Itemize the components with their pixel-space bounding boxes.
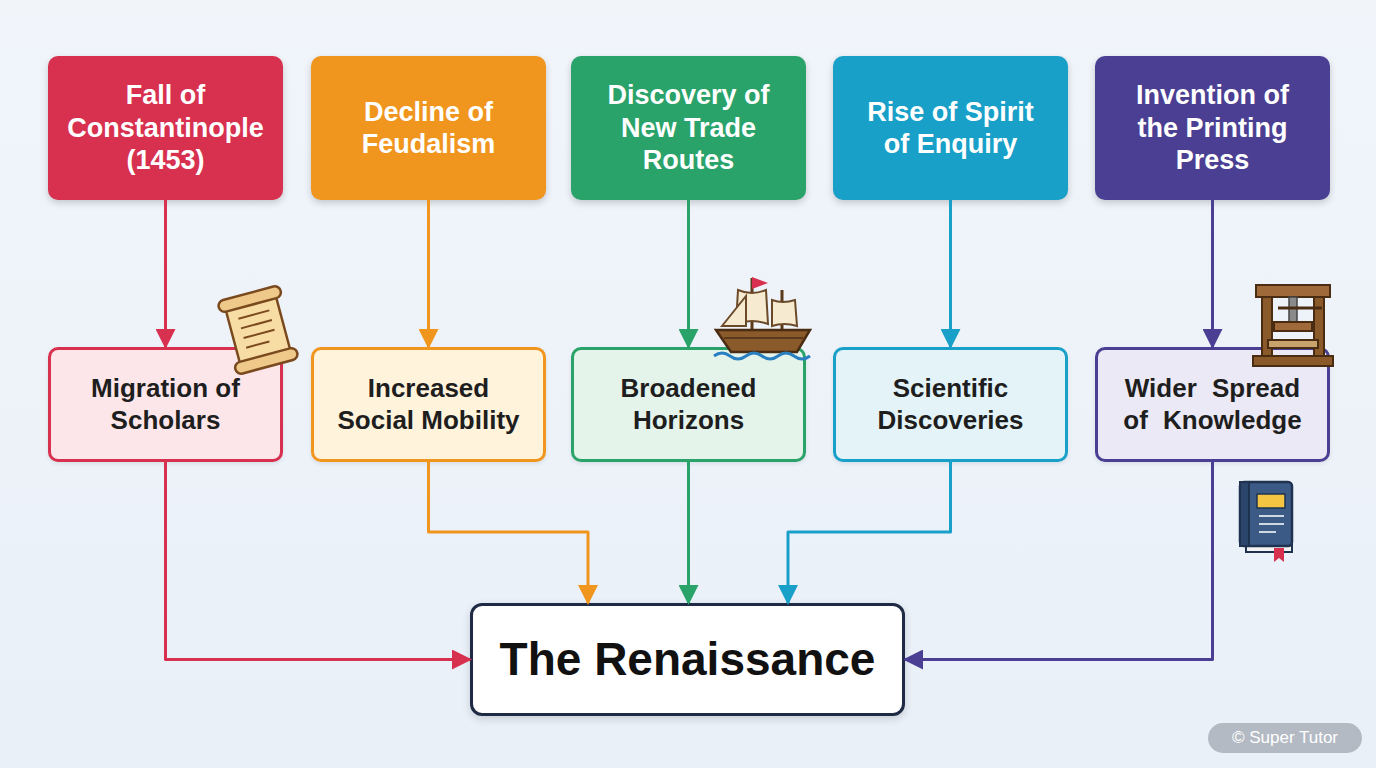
node-text: Migration of Scholars <box>66 373 266 435</box>
effect-box: Wider Spread of Knowledge <box>1095 347 1330 462</box>
effect-box: Scientific Discoveries <box>833 347 1068 462</box>
node-text: Rise of Spirit of Enquiry <box>861 96 1041 161</box>
node-text: Fall of Constantinople (1453) <box>53 79 278 176</box>
flow-arrow <box>429 462 589 603</box>
flow-arrow <box>788 462 951 603</box>
connector-layer <box>166 200 1213 660</box>
flow-arrow <box>166 462 471 660</box>
cause-box: Rise of Spirit of Enquiry <box>833 56 1068 200</box>
flow-arrow <box>905 462 1213 660</box>
node-text: Scientific Discoveries <box>851 373 1051 435</box>
cause-box: Discovery of New Trade Routes <box>571 56 806 200</box>
effect-box: Broadened Horizons <box>571 347 806 462</box>
effect-box: Migration of Scholars <box>48 347 283 462</box>
effect-box: Increased Social Mobility <box>311 347 546 462</box>
flow-arrow <box>687 200 690 347</box>
cause-box: Decline of Feudalism <box>311 56 546 200</box>
flow-arrow <box>1211 200 1214 347</box>
result-box: The Renaissance <box>470 603 905 716</box>
node-text: Invention of the Printing Press <box>1123 79 1303 176</box>
node-text: The Renaissance <box>500 632 876 687</box>
flow-arrow <box>164 200 167 347</box>
node-text: Decline of Feudalism <box>329 96 529 161</box>
flow-arrow <box>949 200 952 347</box>
book-icon <box>1240 482 1292 562</box>
flow-arrow <box>687 462 690 603</box>
node-text: Wider Spread of Knowledge <box>1107 373 1319 435</box>
cause-box: Fall of Constantinople (1453) <box>48 56 283 200</box>
icon-layer <box>217 277 1333 562</box>
node-text: Increased Social Mobility <box>331 373 526 435</box>
cause-box: Invention of the Printing Press <box>1095 56 1330 200</box>
node-text: Broadened Horizons <box>589 373 789 435</box>
watermark: © Super Tutor <box>1208 723 1362 753</box>
node-text: Discovery of New Trade Routes <box>589 79 789 176</box>
flow-arrow <box>427 200 430 347</box>
